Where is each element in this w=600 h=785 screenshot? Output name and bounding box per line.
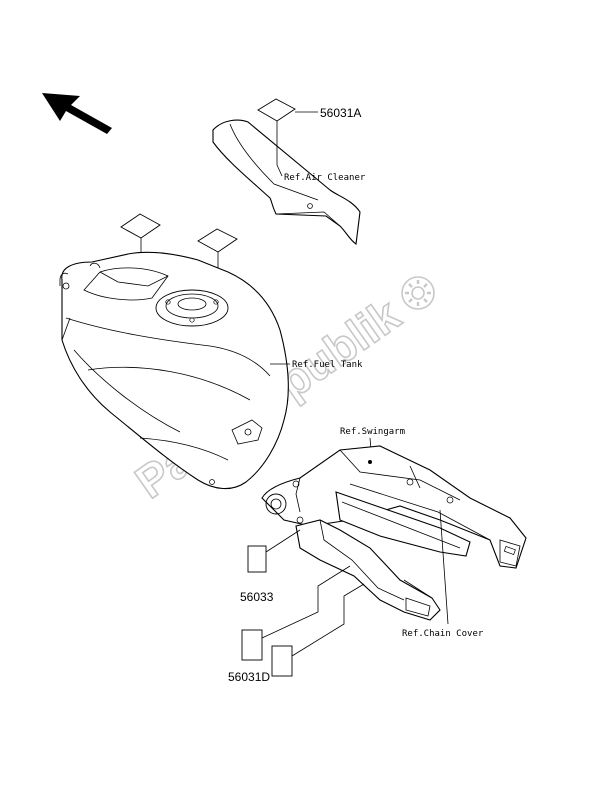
leader-chain-cover bbox=[439, 509, 449, 625]
decal-56031a bbox=[257, 98, 296, 122]
decal-56031d-left bbox=[241, 629, 263, 661]
decal-56031d-right bbox=[271, 645, 293, 677]
decal-tank-right bbox=[197, 228, 238, 253]
leader-air-cleaner-ref bbox=[276, 164, 283, 177]
front-direction-arrow-icon bbox=[42, 93, 112, 134]
gear-icon bbox=[401, 276, 435, 310]
decal-tank-left bbox=[120, 213, 161, 239]
label-ref-chain-cover: Ref.Chain Cover bbox=[402, 629, 484, 639]
fuel-tank bbox=[59, 251, 289, 490]
leader-56031d-left bbox=[261, 565, 351, 639]
label-56031d: 56031D bbox=[228, 670, 270, 684]
label-ref-fuel-tank: Ref.Fuel Tank bbox=[292, 360, 363, 370]
leader-56033 bbox=[265, 529, 301, 553]
swingarm bbox=[261, 445, 527, 621]
label-56033: 56033 bbox=[240, 590, 274, 604]
label-ref-swingarm: Ref.Swingarm bbox=[340, 427, 405, 437]
leader-56031d-right bbox=[291, 583, 365, 657]
label-ref-air-cleaner: Ref.Air Cleaner bbox=[284, 173, 366, 183]
air-cleaner-cover bbox=[212, 119, 361, 245]
decal-56033 bbox=[247, 545, 267, 573]
label-56031a: 56031A bbox=[320, 106, 361, 120]
